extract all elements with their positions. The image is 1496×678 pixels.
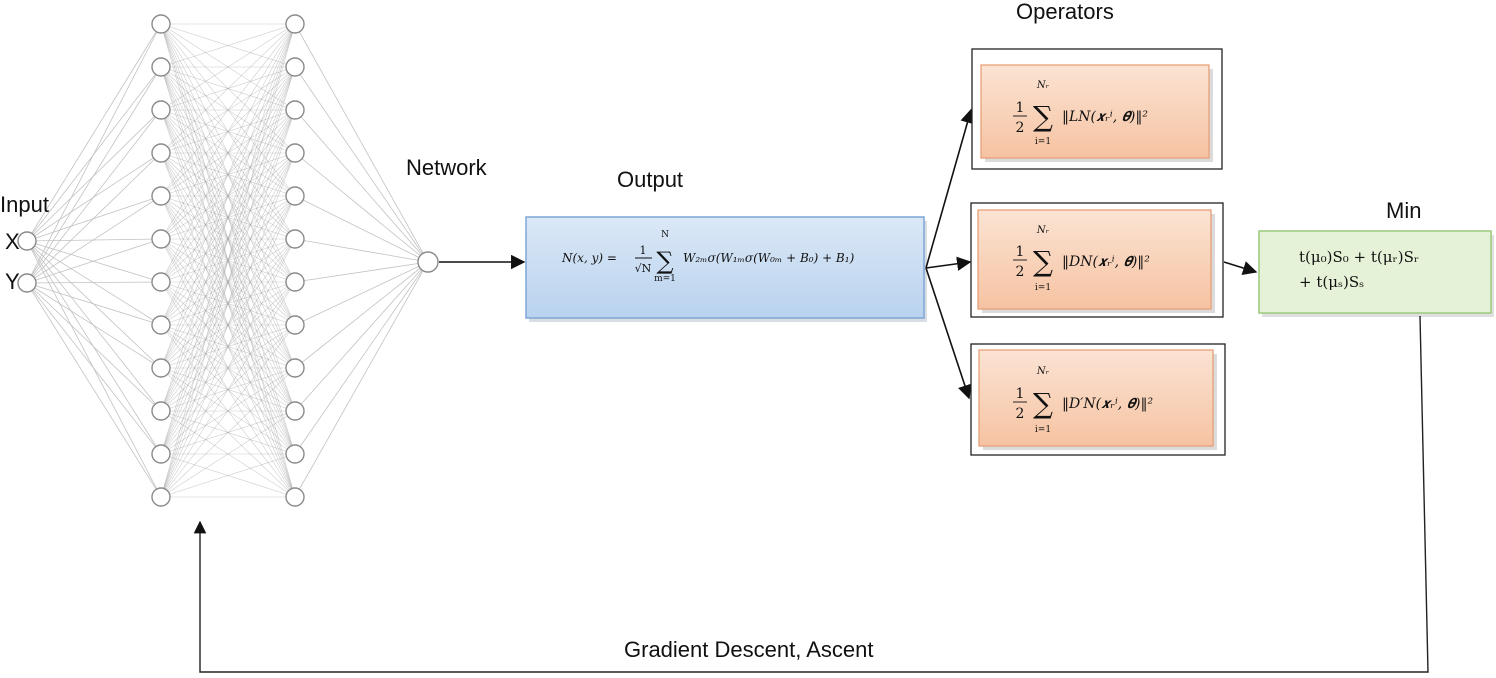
- min-label: Min: [1386, 198, 1421, 223]
- hidden-neuron-layer-1: [151, 186, 171, 206]
- input-y-label: Y: [5, 269, 20, 294]
- hidden-neuron-layer-1: [151, 315, 171, 335]
- operator-2-sigma: ∑: [1033, 245, 1053, 278]
- svg-text:2: 2: [1016, 406, 1025, 422]
- hidden-neuron-layer-2: [285, 186, 305, 206]
- hidden-neuron-layer-2: [285, 143, 305, 163]
- output-to-operator-1-arrow: [925, 108, 975, 269]
- hidden-neuron-layer-1: [151, 14, 171, 34]
- output-formula-sum-bottom: m=1: [654, 274, 676, 284]
- network-connections: [26, 23, 429, 498]
- hidden-neuron-layer-2: [285, 100, 305, 120]
- svg-text:2: 2: [1016, 264, 1025, 280]
- output-formula-body: W₂ₘσ(W₁ₘσ(W₀ₘ + B₀) + B₁): [683, 251, 855, 265]
- operator-box-3: 1 2 Nᵣ ∑ i=1 ‖D′N(𝒙ᵣⁱ, 𝜽)‖²: [970, 343, 1226, 456]
- input-neuron: [17, 273, 37, 293]
- output-box: N(x, y) = 1 √N N ∑ m=1 W₂ₘσ(W₁ₘσ(W₀ₘ + B…: [525, 216, 927, 322]
- operator-box-2: 1 2 Nᵣ ∑ i=1 ‖DN(𝒙ᵣⁱ, 𝜽)‖²: [970, 202, 1224, 318]
- hidden-neuron-layer-1: [151, 100, 171, 120]
- operator-1-sigma: ∑: [1033, 100, 1053, 133]
- hidden-neuron-layer-2: [285, 272, 305, 292]
- hidden-neuron-layer-1: [151, 358, 171, 378]
- output-formula-sigma: ∑: [656, 247, 673, 275]
- output-formula-frac-num: 1: [640, 244, 647, 257]
- operators-label: Operators: [1016, 0, 1114, 24]
- hidden-neuron-layer-2: [285, 444, 305, 464]
- svg-text:1: 1: [1016, 386, 1025, 402]
- min-formula-line-1: t(μ₀)S₀ + t(μᵣ)Sᵣ: [1299, 248, 1419, 266]
- output-formula-lhs: N(x, y) =: [561, 251, 617, 265]
- hidden-neuron-layer-2: [285, 57, 305, 77]
- svg-text:1: 1: [1016, 244, 1025, 260]
- output-neuron: [417, 251, 439, 273]
- output-label: Output: [617, 167, 683, 192]
- hidden-neuron-layer-1: [151, 401, 171, 421]
- operator-2-sum-bottom: i=1: [1035, 283, 1051, 293]
- svg-text:1: 1: [1016, 100, 1025, 116]
- input-label: Input: [0, 192, 49, 217]
- operator-1-sum-bottom: i=1: [1035, 137, 1051, 147]
- operator-2-body: ‖DN(𝒙ᵣⁱ, 𝜽)‖²: [1062, 254, 1150, 270]
- hidden-neuron-layer-2: [285, 14, 305, 34]
- output-formula-frac-den: √N: [635, 262, 652, 275]
- hidden-neuron-layer-2: [285, 487, 305, 507]
- operator-1-body: ‖LN(𝒙ᵣⁱ, 𝜽)‖²: [1062, 109, 1148, 125]
- output-formula-sum-top: N: [661, 230, 669, 240]
- feedback-loop-line: [193, 315, 1429, 673]
- output-to-operator-3-arrow: [925, 267, 972, 400]
- hidden-neuron-layer-2: [285, 229, 305, 249]
- min-formula-line-2: + t(μₛ)Sₛ: [1299, 273, 1364, 291]
- operator-3-sum-bottom: i=1: [1035, 425, 1051, 435]
- operator-3-sigma: ∑: [1033, 387, 1053, 420]
- hidden-neuron-layer-1: [151, 229, 171, 249]
- hidden-neuron-layer-1: [151, 487, 171, 507]
- hidden-neuron-layer-1: [151, 444, 171, 464]
- operator-3-sum-top: Nᵣ: [1036, 366, 1050, 377]
- hidden-neuron-layer-1: [151, 272, 171, 292]
- hidden-neuron-layer-1: [151, 57, 171, 77]
- operator-2-sum-top: Nᵣ: [1036, 225, 1050, 236]
- operator-3-body: ‖D′N(𝒙ᵣⁱ, 𝜽)‖²: [1062, 396, 1153, 412]
- hidden-neuron-layer-1: [151, 143, 171, 163]
- hidden-neuron-layer-2: [285, 315, 305, 335]
- operator-1-sum-top: Nᵣ: [1036, 80, 1050, 91]
- network-label: Network: [406, 155, 488, 180]
- svg-text:2: 2: [1016, 120, 1025, 136]
- input-x-label: X: [5, 229, 20, 254]
- hidden-neuron-layer-2: [285, 358, 305, 378]
- input-neuron: [17, 231, 37, 251]
- output-to-operator-2-arrow: [925, 256, 972, 271]
- min-box: t(μ₀)S₀ + t(μᵣ)Sᵣ + t(μₛ)Sₛ: [1258, 230, 1494, 317]
- feedback-label: Gradient Descent, Ascent: [624, 637, 873, 662]
- network-neurons: [17, 14, 439, 507]
- operator-to-min-arrow: [1223, 261, 1258, 276]
- hidden-neuron-layer-2: [285, 401, 305, 421]
- operator-box-1: 1 2 Nᵣ ∑ i=1 ‖LN(𝒙ᵣⁱ, 𝜽)‖²: [971, 48, 1223, 170]
